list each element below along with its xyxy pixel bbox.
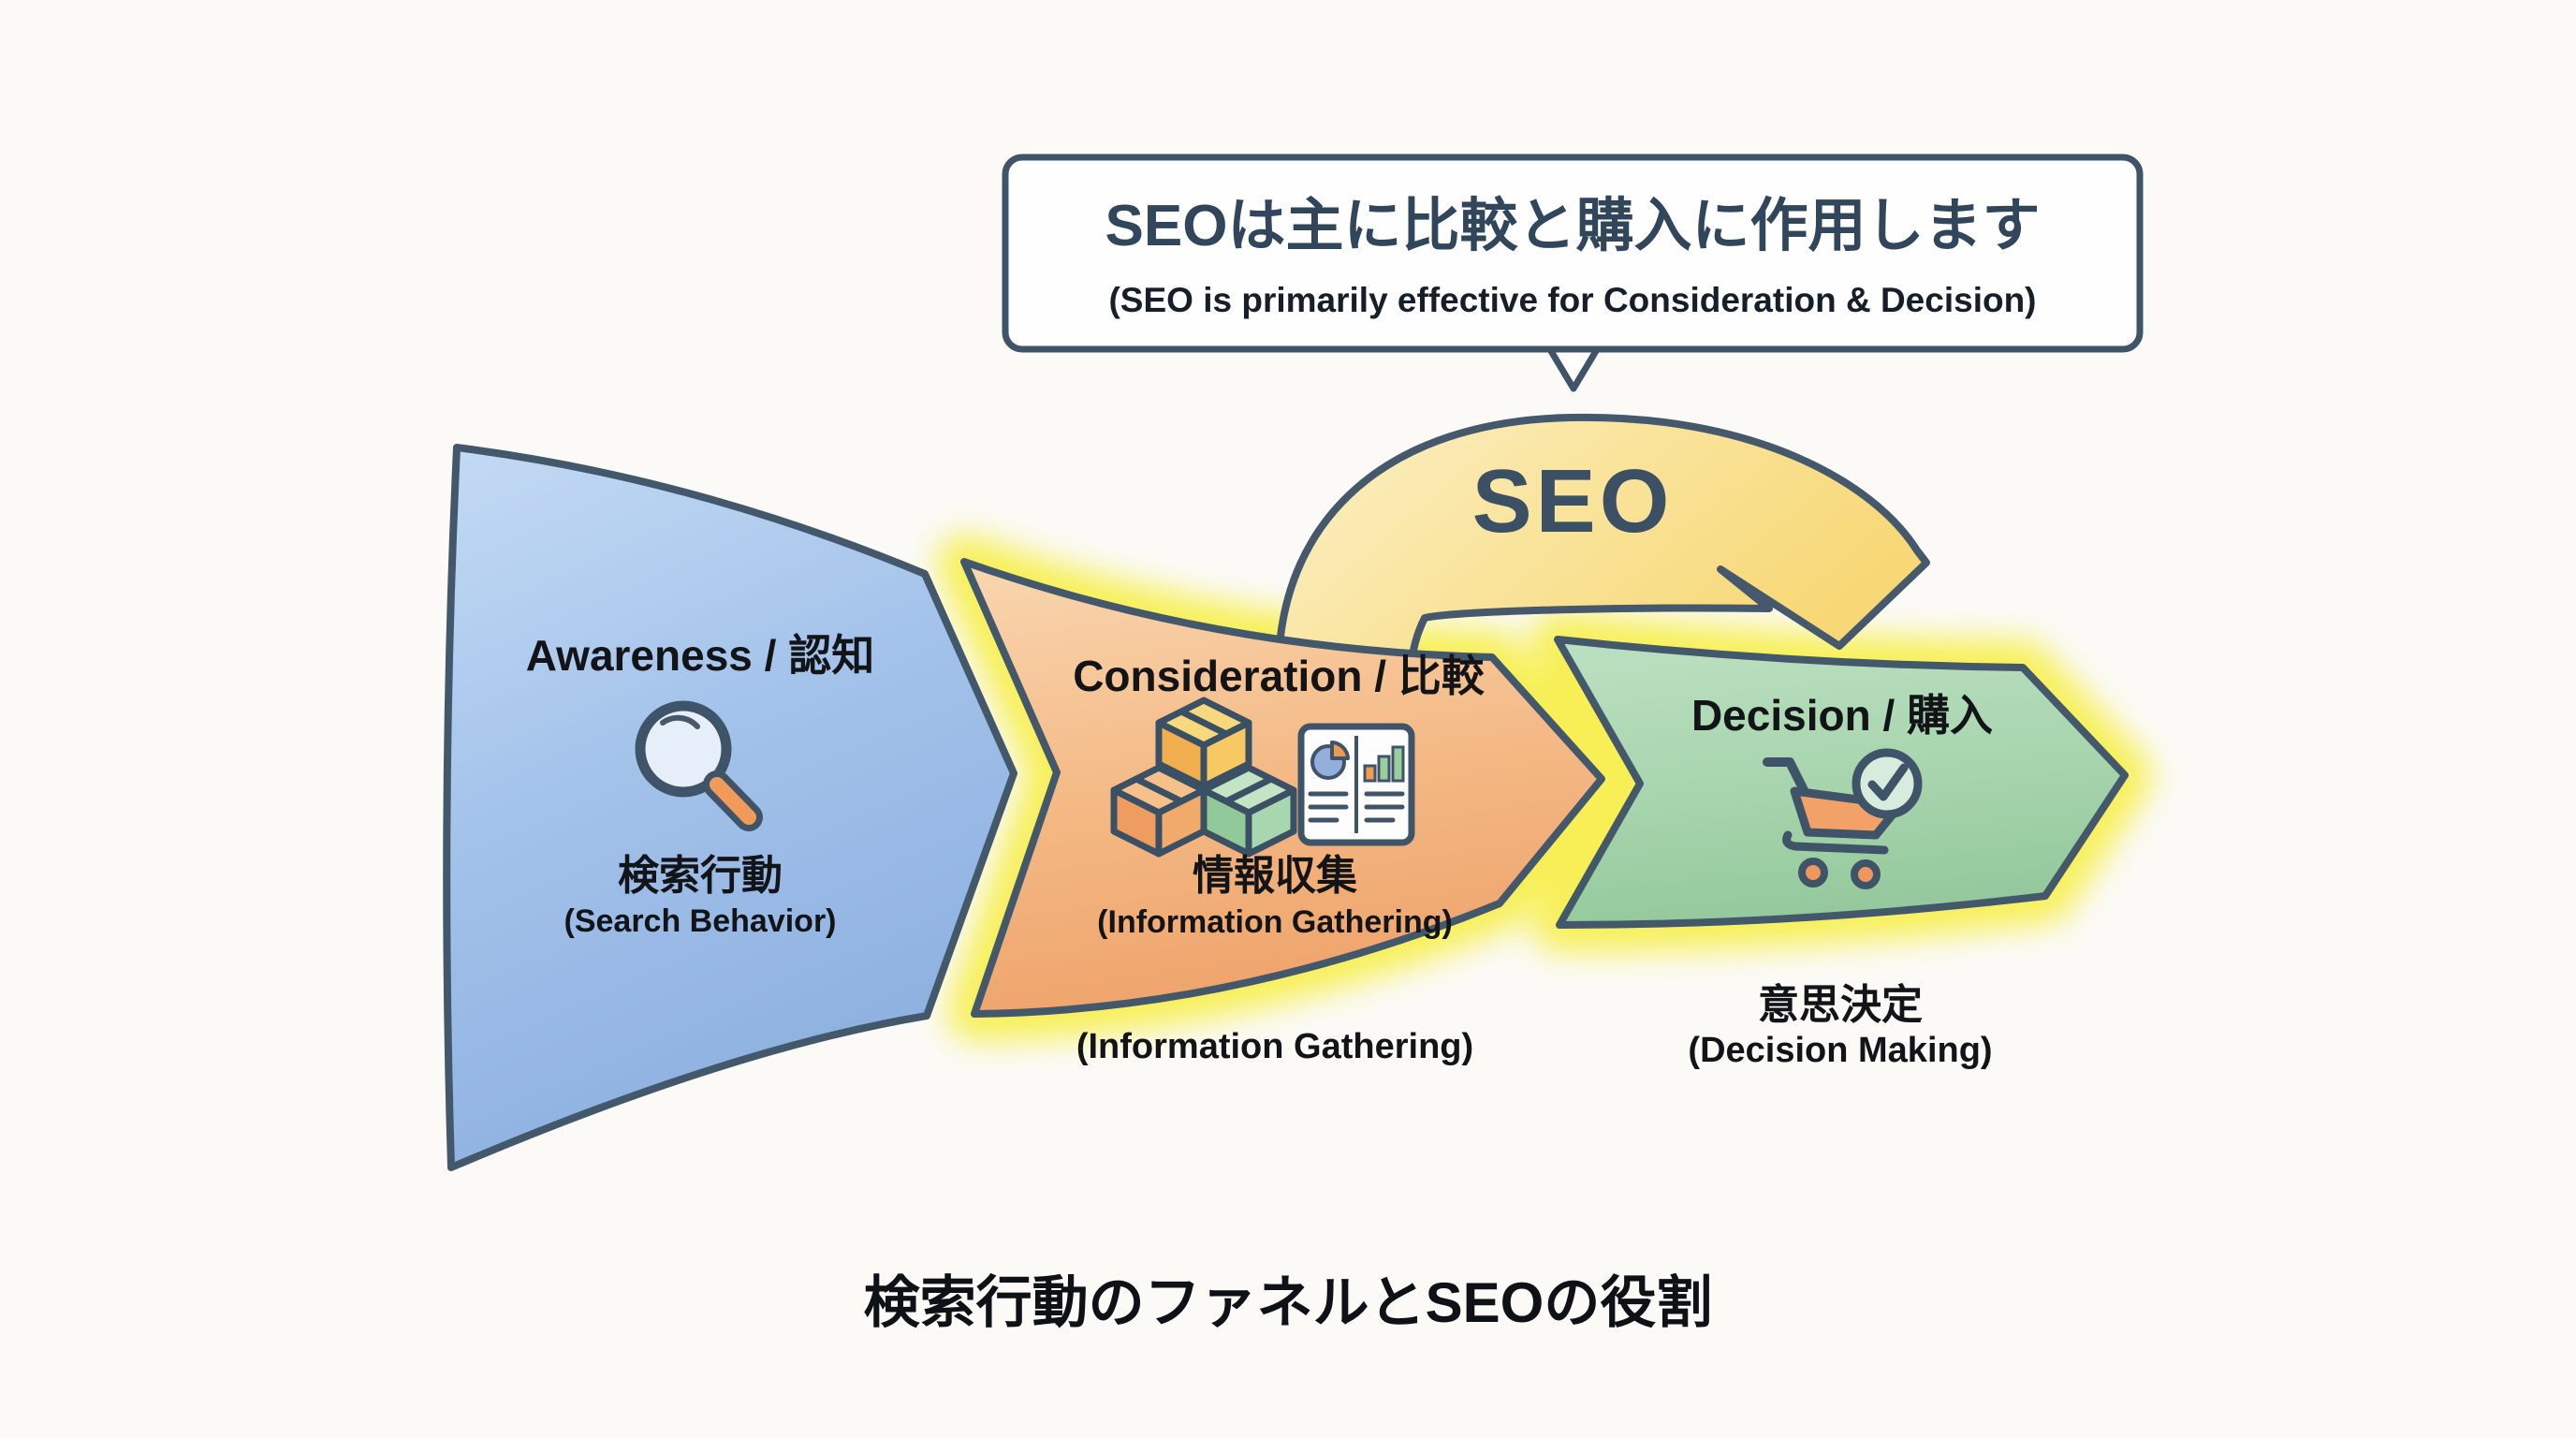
report-icon — [1297, 723, 1415, 846]
callout-subtitle: (SEO is primarily effective for Consider… — [1108, 281, 2036, 319]
stage-decision-shape — [1554, 636, 2129, 929]
seo-arrow-label: SEO — [1472, 451, 1674, 551]
stage-awareness: Awareness / 認知 検索行動 (Search Behavior) — [443, 444, 1017, 1171]
decision-below-jp-caption: 意思決定 — [1758, 982, 1923, 1028]
seo-arrow: SEO — [1275, 413, 1930, 668]
diagram-title: 検索行動のファネルとSEOの役割 — [864, 1271, 1713, 1334]
stage-decision: Decision / 購入 — [1554, 636, 2129, 929]
magnifier-icon — [635, 700, 763, 831]
seo-arrow-shape — [1275, 413, 1930, 668]
callout-bubble-box — [1002, 154, 2144, 353]
callout-title: SEOは主に比較と購入に作用します — [1105, 194, 2041, 258]
stage-consideration-en-caption: (Information Gathering) — [1097, 904, 1453, 940]
stage-awareness-name: Awareness / 認知 — [526, 631, 874, 680]
stage-awareness-jp-caption: 検索行動 — [618, 853, 783, 899]
stage-consideration-name: Consideration / 比較 — [1073, 652, 1486, 700]
stage-decision-name: Decision / 購入 — [1691, 691, 1993, 740]
decision-below-en-caption: (Decision Making) — [1688, 1031, 1992, 1070]
cart-icon — [1763, 748, 1923, 889]
stage-consideration: Consideration / 比較 — [960, 558, 1605, 1018]
consideration-below-caption: (Information Gathering) — [1076, 1027, 1473, 1066]
stage-awareness-en-caption: (Search Behavior) — [564, 903, 837, 939]
boxes-icon — [1110, 697, 1297, 858]
callout-bubble: SEOは主に比較と購入に作用します (SEO is primarily effe… — [1002, 154, 2144, 392]
stage-consideration-jp-caption: 情報収集 — [1193, 853, 1357, 899]
